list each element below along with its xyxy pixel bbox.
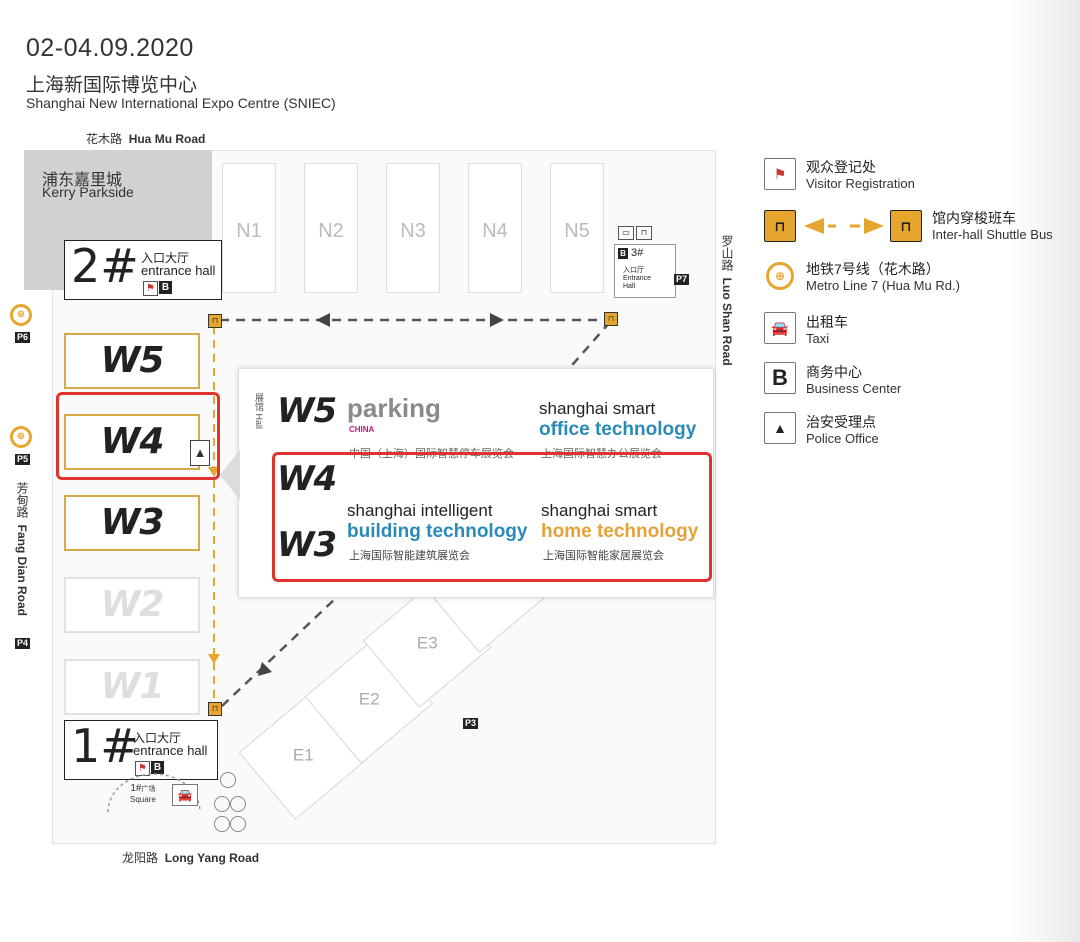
legend-police-cn: 治安受理点: [806, 414, 876, 430]
home-line2: home technology: [541, 521, 699, 542]
office-line1: shanghai smart: [539, 399, 656, 418]
business-center-icon: B: [151, 761, 164, 774]
shuttle-bus-icon: ⊓: [636, 226, 652, 240]
legend-police-en: Police Office: [806, 431, 879, 446]
entrance-3-cn: 入口厅: [623, 267, 644, 274]
taxi-icon: ▭: [618, 226, 634, 240]
metro-icon: ⊕: [10, 426, 32, 448]
business-center-icon: B: [618, 248, 628, 259]
visitor-registration-icon: ⚑: [143, 281, 158, 296]
hall-w5[interactable]: W5: [64, 333, 200, 389]
entrance-2-number: 2#: [71, 239, 139, 293]
taxi-icon: 🚘: [764, 312, 796, 344]
entrance-hall-1[interactable]: 1# 入口大厅 entrance hall ⚑ B: [64, 719, 218, 780]
parking-title: parking: [347, 393, 441, 423]
road-north: 花木路 Hua Mu Road: [86, 132, 206, 146]
w4-highlight-box: [56, 392, 220, 480]
entrance-1-en: entrance hall: [133, 743, 208, 758]
shuttle-bus-icon: ⊓: [890, 210, 922, 242]
building-line2: building technology: [347, 521, 528, 542]
metro-icon: ⊕: [766, 262, 794, 290]
page-edge-shadow: [1010, 0, 1080, 942]
road-south: 龙阳路 Long Yang Road: [122, 851, 260, 865]
venue-name-cn: 上海新国际博览中心: [26, 75, 198, 96]
kerry-en: Kerry Parkside: [42, 184, 134, 200]
shuttle-stop-icon: ⊓: [208, 314, 222, 328]
legend-metro-cn: 地铁7号线（花木路）: [806, 261, 940, 277]
entrance-1-cn: 入口大厅: [133, 731, 182, 745]
card-pointer: [220, 450, 240, 500]
hall-n4[interactable]: N4: [468, 163, 522, 293]
hall-w3[interactable]: W3: [64, 495, 200, 551]
police-office-icon: ▲: [190, 440, 210, 466]
entrance-2-cn: 入口大厅: [141, 251, 190, 265]
shuttle-stop-icon: ⊓: [604, 312, 618, 326]
legend-business-en: Business Center: [806, 381, 902, 396]
metro-exit-icon: [230, 796, 246, 812]
hall-w1[interactable]: W1: [64, 659, 200, 715]
office-line2: office technology: [539, 419, 697, 440]
card-w4-label: W4: [277, 459, 337, 499]
shuttle-stop-icon: ⊓: [208, 702, 222, 716]
card-side-label: 展馆 Hall: [254, 393, 264, 430]
parking-p7: P7: [674, 274, 690, 285]
venue-name-en: Shanghai New International Expo Centre (…: [26, 95, 336, 111]
business-center-icon: B: [159, 281, 172, 294]
taxi-icon: 🚘: [172, 784, 198, 806]
hall-n1[interactable]: N1: [222, 163, 276, 293]
road-west: 芳甸路 Fang Dian Road: [15, 482, 29, 617]
kerry-cn: 浦东嘉里城: [42, 172, 123, 189]
shuttle-bus-icon: ⊓: [764, 210, 796, 242]
home-cn: 上海国际智能家居展览会: [543, 550, 664, 562]
legend-taxi-en: Taxi: [806, 331, 830, 346]
hall-exhibition-card: 展馆 Hall W5 parking CHINA 中国（上海）国际智慧停车展览会…: [238, 368, 714, 598]
entrance-3-en: Entrance Hall: [623, 275, 652, 290]
building-line1: shanghai intelligent: [347, 501, 493, 520]
exhibitions-highlight-box: [272, 452, 712, 582]
hall-w2[interactable]: W2: [64, 577, 200, 633]
visitor-registration-icon: ⚑: [764, 158, 796, 190]
legend-business-cn: 商务中心: [806, 364, 862, 380]
legend-metro-en: Metro Line 7 (Hua Mu Rd.): [806, 278, 960, 293]
entrance-2-en: entrance hall: [141, 263, 216, 278]
metro-exit-icon: [230, 816, 246, 832]
parking-p4: P4: [15, 638, 31, 649]
hall-n2[interactable]: N2: [304, 163, 358, 293]
shuttle-arrows-icon: [804, 218, 884, 234]
metro-icon: ⊕: [10, 304, 32, 326]
card-w3-label: W3: [277, 525, 337, 565]
entrance-hall-3[interactable]: B 3# 入口厅 Entrance Hall: [614, 244, 676, 298]
metro-exit-icon: [220, 772, 236, 788]
police-office-icon: ▲: [764, 412, 796, 444]
event-date: 02-04.09.2020: [26, 34, 194, 62]
hall-n3[interactable]: N3: [386, 163, 440, 293]
parking-subtitle: CHINA: [349, 425, 375, 434]
hall-n5[interactable]: N5: [550, 163, 604, 293]
building-cn: 上海国际智能建筑展览会: [349, 550, 470, 562]
metro-exit-icon: [214, 796, 230, 812]
hall-w4[interactable]: W4: [64, 414, 200, 470]
legend-shuttle-en: Inter-hall Shuttle Bus: [932, 227, 1053, 242]
card-w5-label: W5: [277, 391, 337, 431]
parking-p5: P5: [15, 454, 31, 465]
parking-p6: P6: [15, 332, 31, 343]
business-center-icon: B: [764, 362, 796, 394]
metro-exit-icon: [214, 816, 230, 832]
entrance-1-number: 1#: [71, 719, 139, 773]
legend-visitor-en: Visitor Registration: [806, 176, 915, 191]
entrance-hall-2[interactable]: 2# 入口大厅 entrance hall ⚑ B: [64, 239, 222, 300]
legend-visitor-cn: 观众登记处: [806, 159, 876, 175]
home-line1: shanghai smart: [541, 501, 658, 520]
road-east: 罗山路 Luo Shan Road: [720, 235, 734, 366]
entrance-3-number: 3#: [631, 247, 644, 259]
parking-p3: P3: [463, 718, 479, 729]
legend-taxi-cn: 出租车: [806, 314, 848, 330]
legend-shuttle-cn: 馆内穿梭班车: [932, 210, 1016, 226]
